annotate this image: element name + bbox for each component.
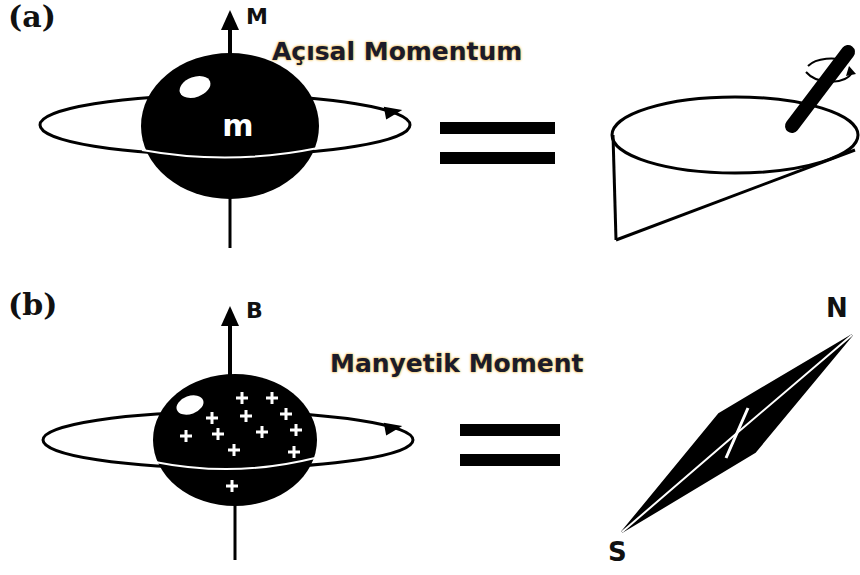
heading-label: Açısal Momentum	[272, 38, 522, 67]
vector-label: B	[246, 298, 263, 323]
equals-sign	[440, 122, 555, 164]
axis-b	[234, 500, 237, 560]
vector-arrow-b	[221, 306, 239, 380]
panel-letter: (a)	[8, 0, 56, 35]
vector-arrow-m	[221, 10, 239, 55]
compass-needle	[622, 335, 852, 532]
sphere: m	[140, 52, 320, 200]
charged-sphere	[153, 374, 317, 506]
pole-label: N	[826, 294, 848, 324]
vector-label: M	[246, 4, 268, 29]
equals-sign	[460, 424, 560, 466]
panel-letter: (b)	[8, 288, 57, 323]
axis-a	[229, 195, 232, 248]
mass-label: m	[222, 111, 253, 141]
pole-label: S	[608, 538, 627, 568]
spinning-top	[612, 52, 858, 240]
heading-label: Manyetik Moment	[330, 350, 583, 379]
